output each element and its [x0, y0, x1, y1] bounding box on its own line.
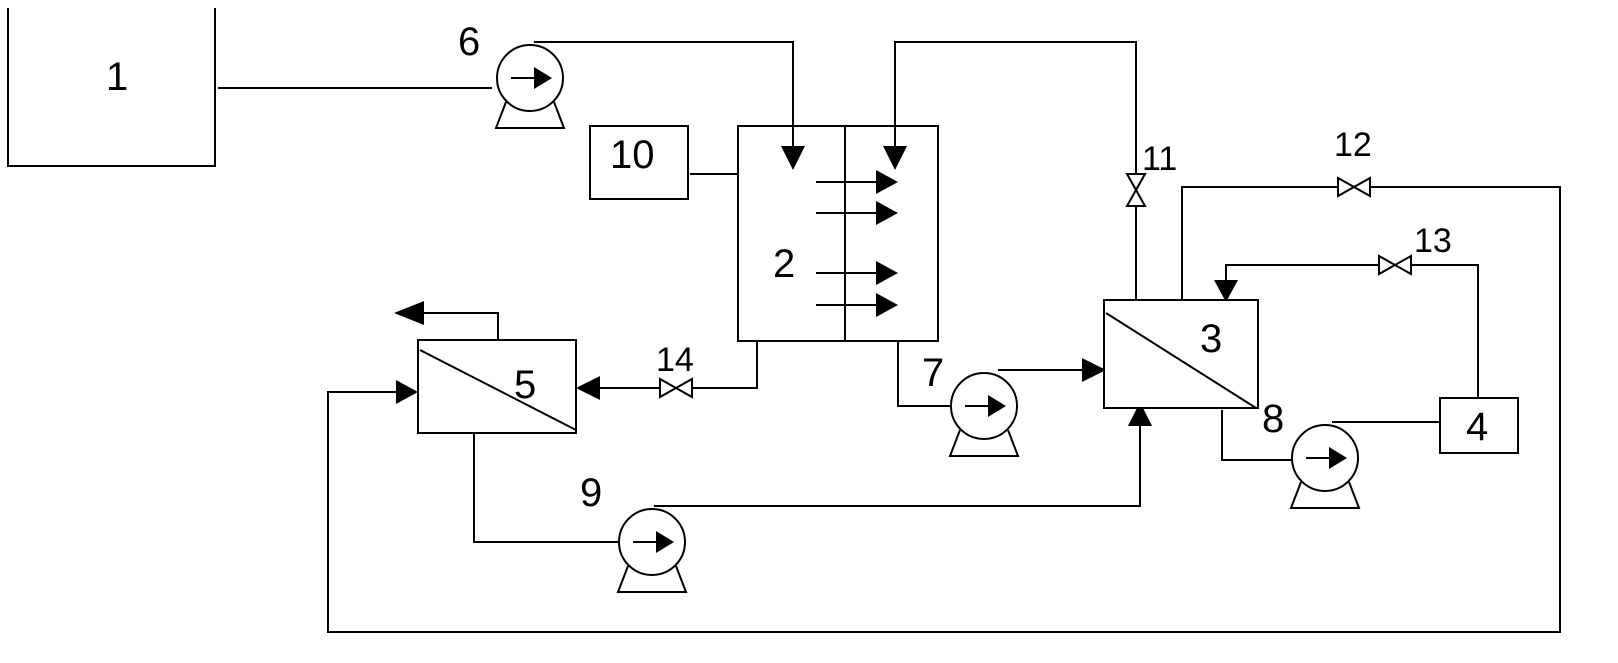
flux-arrow	[876, 170, 898, 194]
valve-14-symbol	[659, 378, 693, 398]
pipe-3-to-8	[1221, 410, 1302, 461]
pump-6-label: 6	[458, 20, 480, 64]
arrow-into-3-top	[1214, 280, 1238, 302]
valve-14-label: 14	[656, 341, 694, 379]
pump-9-label: 9	[580, 471, 602, 515]
pipes	[218, 41, 1561, 633]
valve-11-symbol	[1126, 173, 1146, 207]
unit-10-box	[589, 125, 689, 200]
unit-2-label: 2	[773, 242, 795, 286]
arrow-into-2-left	[781, 146, 805, 170]
unit-4-box	[1439, 397, 1519, 454]
arrow-5-outlet	[394, 301, 424, 325]
pump-7-label: 7	[922, 351, 944, 395]
valve-13: 13	[1378, 222, 1452, 275]
pump-6: 6	[458, 20, 565, 129]
flux-arrow	[876, 261, 898, 285]
valve-12-symbol	[1337, 177, 1371, 197]
pipe-2-to-5	[590, 342, 758, 389]
unit-5-label: 5	[514, 363, 536, 407]
pipe-9-to-3	[654, 422, 1141, 507]
pump-7: 7	[922, 351, 1019, 457]
unit-1-tank	[7, 8, 216, 167]
arrow-into-5-left	[396, 380, 418, 404]
arrow-into-2-right	[883, 146, 907, 170]
arrow-into-3-bottom	[1128, 402, 1152, 426]
flux-arrow	[876, 201, 898, 225]
valve-13-label: 13	[1414, 222, 1452, 260]
flux-arrow	[876, 293, 898, 317]
arrow-into-5-right	[576, 376, 600, 400]
valve-13-symbol	[1378, 255, 1412, 275]
pump-9-symbol	[617, 508, 687, 593]
unit-4-label: 4	[1466, 405, 1488, 449]
unit-1-label: 1	[106, 55, 128, 99]
flow-arrows	[394, 146, 1238, 426]
arrow-into-3-left	[1082, 358, 1106, 382]
pipe-3-to-2	[894, 41, 1137, 300]
pump-6-symbol	[495, 44, 565, 129]
pump-8-symbol	[1290, 424, 1360, 509]
unit-5-membrane	[419, 349, 577, 431]
pipe-6-to-2	[534, 41, 794, 160]
pipe-5-outlet	[420, 312, 499, 340]
unit-5-module	[417, 339, 577, 434]
pump-7-symbol	[949, 372, 1019, 457]
unit-2-reactor	[737, 125, 939, 342]
valve-11: 11	[1126, 140, 1177, 207]
pipe-3-to-5-loop	[327, 186, 1561, 633]
unit-10-label: 10	[610, 133, 655, 177]
pipe-4-to-3	[1225, 264, 1479, 398]
unit-3-label: 3	[1200, 317, 1222, 361]
unit-3-membrane	[1105, 312, 1257, 409]
pipe-2-to-7	[897, 342, 960, 407]
pipe-5-to-9	[473, 433, 624, 543]
valve-12: 12	[1334, 126, 1372, 197]
valve-11-label: 11	[1142, 140, 1177, 178]
valve-12-label: 12	[1334, 126, 1372, 164]
pump-8-label: 8	[1262, 397, 1284, 441]
pump-9: 9	[580, 471, 687, 593]
pump-8: 8	[1262, 397, 1360, 509]
valve-14: 14	[656, 341, 694, 398]
unit-3-module	[1103, 299, 1259, 409]
